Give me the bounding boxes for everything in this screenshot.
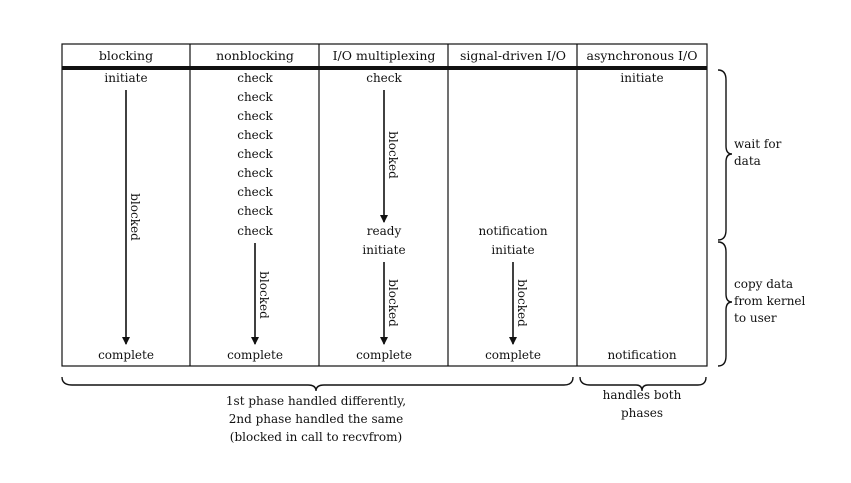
step-label: check <box>237 224 273 238</box>
first-four-models-brace <box>61 376 574 392</box>
step-label: check <box>237 90 273 104</box>
bottom-note: handles both <box>603 388 682 402</box>
bottom-note: (blocked in call to recvfrom) <box>230 430 402 444</box>
step-label: check <box>237 147 273 161</box>
bottom-note: 1st phase handled differently, <box>226 394 406 408</box>
step-label: ready <box>367 224 402 238</box>
bottom-note-prefix: (blocked in call to <box>230 430 343 444</box>
column-header-io-multiplexing: I/O multiplexing <box>333 48 436 63</box>
step-label: complete <box>227 348 283 362</box>
step-label: initiate <box>104 71 147 85</box>
step-label: check <box>237 109 273 123</box>
step-label: check <box>237 185 273 199</box>
phase-label: from kernel <box>734 294 806 308</box>
bottom-note: 2nd phase handled the same <box>229 412 404 426</box>
header-separator <box>62 66 707 70</box>
column-header-nonblocking: nonblocking <box>216 48 294 63</box>
bottom-note-suffix: ) <box>398 430 403 444</box>
phase-label: to user <box>734 311 777 325</box>
step-label: complete <box>485 348 541 362</box>
column-header-asynchronous-io: asynchronous I/O <box>587 48 698 63</box>
step-label: check <box>237 71 273 85</box>
blocked-label: blocked <box>515 279 529 327</box>
bottom-note: phases <box>621 406 663 420</box>
blocked-label: blocked <box>386 131 400 179</box>
phase-label: copy data <box>734 277 793 291</box>
recvfrom-code: recvfrom <box>342 430 398 444</box>
blocked-label: blocked <box>128 193 142 241</box>
step-label: check <box>237 204 273 218</box>
step-label: check <box>366 71 402 85</box>
async-model-brace <box>579 376 707 392</box>
step-label: initiate <box>620 71 663 85</box>
step-label: check <box>237 128 273 142</box>
step-label: initiate <box>362 243 405 257</box>
copy-phase-brace <box>717 241 733 367</box>
column-header-signal-driven-io: signal-driven I/O <box>460 48 566 63</box>
step-label: complete <box>356 348 412 362</box>
blocked-label: blocked <box>386 279 400 327</box>
step-label: initiate <box>491 243 534 257</box>
phase-label: data <box>734 154 761 168</box>
blocked-label: blocked <box>257 271 271 319</box>
step-label: complete <box>98 348 154 362</box>
step-label: notification <box>478 224 547 238</box>
step-label: check <box>237 166 273 180</box>
table-frame <box>61 43 708 367</box>
phase-label: wait for <box>734 137 782 151</box>
column-header-blocking: blocking <box>99 48 153 63</box>
wait-phase-brace <box>717 69 733 241</box>
step-label: notification <box>607 348 676 362</box>
